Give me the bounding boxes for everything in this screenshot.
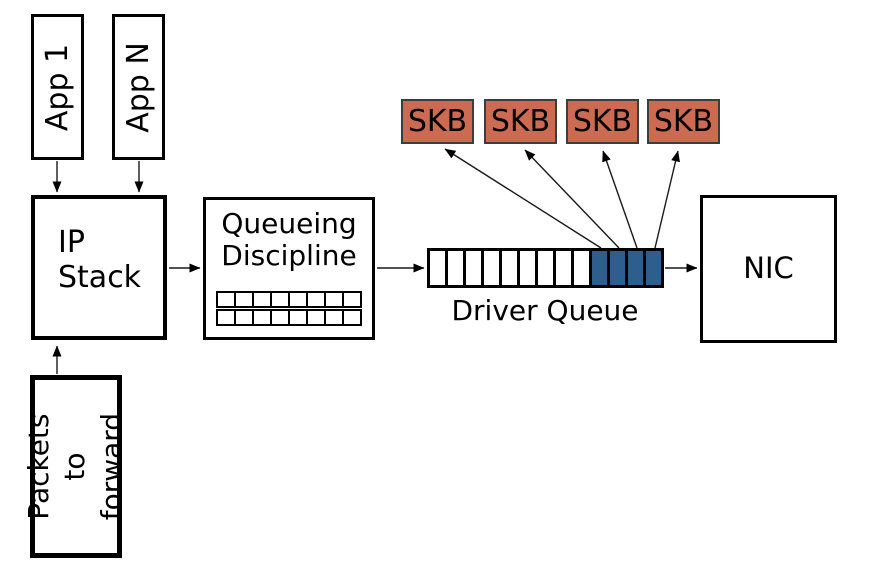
- skb-box: SKB: [566, 99, 639, 144]
- skb-label: SKB: [653, 104, 714, 139]
- packets-forward-box: Packets to forward: [22, 375, 128, 558]
- nic-label: NIC: [743, 251, 794, 286]
- appn-box: App N: [112, 14, 165, 160]
- qdisc-buffer-cell: [306, 291, 326, 308]
- skb-label: SKB: [572, 104, 633, 139]
- app1-box: App 1: [31, 14, 84, 160]
- ip-stack-box: IP Stack: [31, 195, 167, 340]
- packets-forward-label: Packets to forward: [22, 412, 129, 521]
- app1-label: App 1: [40, 43, 76, 131]
- driver-queue: [427, 248, 664, 288]
- qdisc-buffer-row: [216, 291, 362, 308]
- qdisc-buffer-cell: [288, 291, 308, 308]
- arrow-queue-to-skb2: [524, 149, 620, 249]
- skb-box: SKB: [647, 99, 720, 144]
- qdisc-buffer-cell: [288, 309, 308, 326]
- skb-label: SKB: [407, 104, 468, 139]
- skb-label: SKB: [490, 104, 551, 139]
- qdisc-buffer-cell: [234, 309, 254, 326]
- qdisc-buffer-cell: [216, 291, 236, 308]
- arrow-queue-to-skb1: [444, 148, 602, 249]
- qdisc-buffer-cell: [342, 291, 362, 308]
- qdisc-buffer-grid: [216, 291, 362, 326]
- qdisc-buffer-cell: [306, 309, 326, 326]
- arrow-queue-to-skb4: [654, 150, 680, 249]
- qdisc-buffer-row: [216, 309, 362, 326]
- appn-label: App N: [121, 41, 156, 133]
- qdisc-buffer-cell: [270, 309, 290, 326]
- qdisc-buffer-cell: [234, 291, 254, 308]
- nic-box: NIC: [700, 195, 837, 343]
- qdisc-box: Queueing Discipline: [203, 197, 375, 340]
- ip-stack-label: IP Stack: [58, 225, 142, 295]
- skb-box: SKB: [484, 99, 557, 144]
- qdisc-label: Queueing Discipline: [221, 207, 357, 273]
- driver-queue-label: Driver Queue: [451, 294, 639, 327]
- qdisc-buffer-cell: [252, 309, 272, 326]
- qdisc-buffer-cell: [324, 309, 344, 326]
- qdisc-buffer-cell: [324, 291, 344, 308]
- qdisc-buffer-cell: [216, 309, 236, 326]
- qdisc-buffer-cell: [252, 291, 272, 308]
- queue-cell-filled: [643, 248, 664, 288]
- skb-box: SKB: [401, 99, 474, 144]
- qdisc-buffer-cell: [270, 291, 290, 308]
- arrow-queue-to-skb3: [602, 150, 638, 249]
- qdisc-buffer-cell: [342, 309, 362, 326]
